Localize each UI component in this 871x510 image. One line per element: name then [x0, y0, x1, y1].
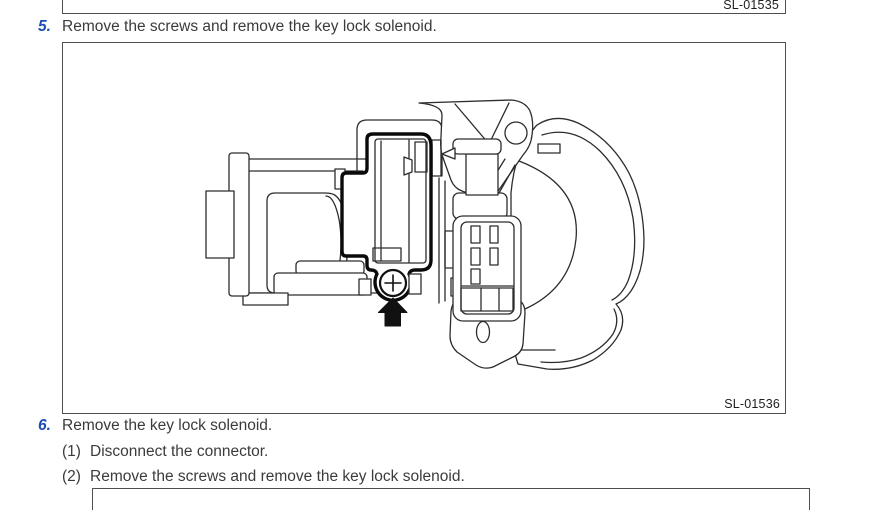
connector: [452, 215, 522, 322]
tab-hole: [504, 121, 528, 145]
connector-stem: [441, 138, 508, 220]
substep2-text: Remove the screws and remove the key loc…: [90, 468, 465, 485]
figure-box-next: [92, 488, 810, 510]
step6-number: 6.: [38, 417, 51, 434]
key-lock-solenoid: [340, 132, 433, 302]
screw-boss: [408, 273, 422, 295]
key-lock-solenoid-illustration: [205, 99, 645, 370]
substep1-number: (1): [62, 443, 81, 460]
step6-text: Remove the key lock solenoid.: [62, 417, 273, 434]
substep2-number: (2): [62, 468, 81, 485]
figure-box-key-lock-solenoid: SL-01536: [62, 42, 786, 414]
substep1-text: Disconnect the connector.: [90, 443, 269, 460]
step5-text: Remove the screws and remove the key loc…: [62, 18, 437, 35]
step5-number: 5.: [38, 18, 51, 35]
figure-label: SL-01535: [723, 0, 779, 12]
steering-column-housing: [510, 117, 645, 370]
figure-box-previous: SL-01535: [62, 0, 786, 14]
screw-location-arrow-icon: [378, 297, 408, 327]
screw-icon: [378, 268, 408, 298]
figure-label: SL-01536: [724, 397, 780, 411]
